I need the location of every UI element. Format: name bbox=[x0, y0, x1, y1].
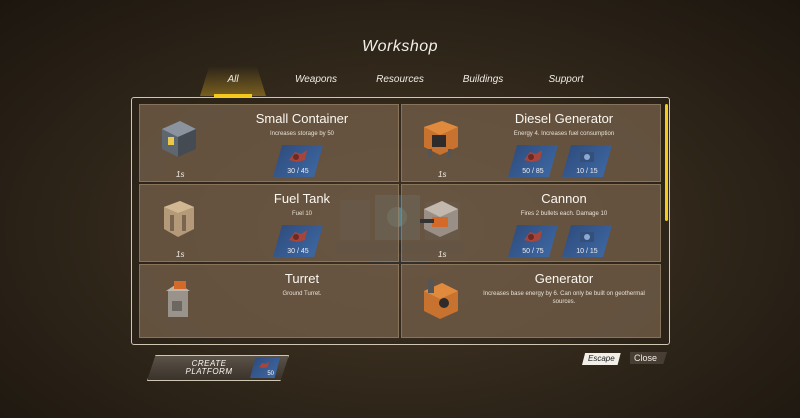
card-description: Fuel 10 bbox=[291, 211, 312, 217]
card-turret[interactable]: Turret Ground Turret. bbox=[139, 264, 399, 338]
fuel-tank-icon bbox=[164, 201, 194, 237]
resource-cost: 50 / 75 bbox=[508, 225, 558, 257]
scrap-icon bbox=[524, 150, 542, 162]
scrap-icon bbox=[524, 230, 542, 242]
tab-resources[interactable]: Resources bbox=[376, 74, 424, 85]
card-description: Increases base energy by 6. Can only be … bbox=[483, 291, 645, 305]
card-description: Increases storage by 50 bbox=[269, 131, 335, 137]
create-platform-button[interactable]: CREATE PLATFORM 50 bbox=[147, 355, 289, 381]
card-small-container[interactable]: Small Container Increases storage by 50 … bbox=[139, 104, 399, 182]
tab-active-highlight bbox=[200, 66, 266, 96]
resource-count: 30 / 45 bbox=[287, 168, 309, 175]
scrollbar[interactable] bbox=[665, 104, 668, 221]
tab-buildings[interactable]: Buildings bbox=[462, 74, 504, 85]
resource-cost: 50 / 85 bbox=[508, 145, 558, 177]
resource-count: 50 / 85 bbox=[522, 168, 544, 175]
card-name: Small Container bbox=[255, 111, 349, 126]
platform-cost-value: 50 bbox=[267, 371, 274, 377]
card-description: Ground Turret. bbox=[282, 291, 322, 297]
tab-support[interactable]: Support bbox=[548, 74, 584, 85]
escape-key-hint[interactable]: Escape bbox=[582, 353, 621, 365]
resource-count: 30 / 45 bbox=[287, 248, 309, 255]
page-title: Workshop bbox=[361, 38, 439, 55]
create-platform-label: CREATE PLATFORM bbox=[185, 359, 233, 376]
close-button[interactable]: Close bbox=[630, 352, 668, 364]
resource-cost: 10 / 15 bbox=[562, 225, 612, 257]
card-fuel-tank[interactable]: Fuel Tank Fuel 10 30 / 45 1s bbox=[139, 184, 399, 262]
tab-all[interactable]: All bbox=[227, 74, 239, 85]
tab-weapons[interactable]: Weapons bbox=[294, 74, 338, 85]
resource-count: 10 / 15 bbox=[576, 168, 598, 175]
card-description: Energy 4. Increases fuel consumption bbox=[513, 131, 615, 137]
resource-cost: 10 / 15 bbox=[562, 145, 612, 177]
diesel-generator-icon bbox=[424, 121, 458, 157]
scrap-icon bbox=[289, 150, 307, 162]
card-diesel-generator[interactable]: Diesel Generator Energy 4. Increases fue… bbox=[401, 104, 661, 182]
build-time: 1s bbox=[438, 250, 447, 259]
card-name: Turret bbox=[284, 271, 320, 286]
resource-cost: 30 / 45 bbox=[273, 145, 323, 177]
resource-count: 50 / 75 bbox=[522, 248, 544, 255]
container-icon bbox=[162, 121, 196, 157]
card-description: Fires 2 bullets each. Damage 10 bbox=[520, 211, 608, 217]
resource-count: 10 / 15 bbox=[576, 248, 598, 255]
generator-icon bbox=[424, 279, 458, 319]
tab-active-underline bbox=[214, 94, 252, 97]
build-time: 1s bbox=[176, 170, 185, 179]
turret-icon bbox=[166, 281, 190, 317]
build-time: 1s bbox=[176, 250, 185, 259]
build-time: 1s bbox=[438, 170, 447, 179]
card-name: Fuel Tank bbox=[273, 191, 331, 206]
cannon-icon bbox=[420, 201, 458, 237]
card-name: Generator bbox=[534, 271, 594, 286]
parts-icon bbox=[580, 152, 594, 162]
resource-cost: 30 / 45 bbox=[273, 225, 323, 257]
card-generator[interactable]: Generator Increases base energy by 6. Ca… bbox=[401, 264, 661, 338]
card-cannon[interactable]: Cannon Fires 2 bullets each. Damage 10 5… bbox=[401, 184, 661, 262]
parts-icon bbox=[580, 232, 594, 242]
scrap-icon bbox=[289, 230, 307, 242]
tab-bar: All Weapons Resources Buildings Support bbox=[0, 66, 800, 97]
platform-cost: 50 bbox=[250, 358, 280, 378]
card-name: Diesel Generator bbox=[514, 111, 614, 126]
scrap-icon bbox=[259, 361, 269, 369]
card-name: Cannon bbox=[541, 191, 587, 206]
